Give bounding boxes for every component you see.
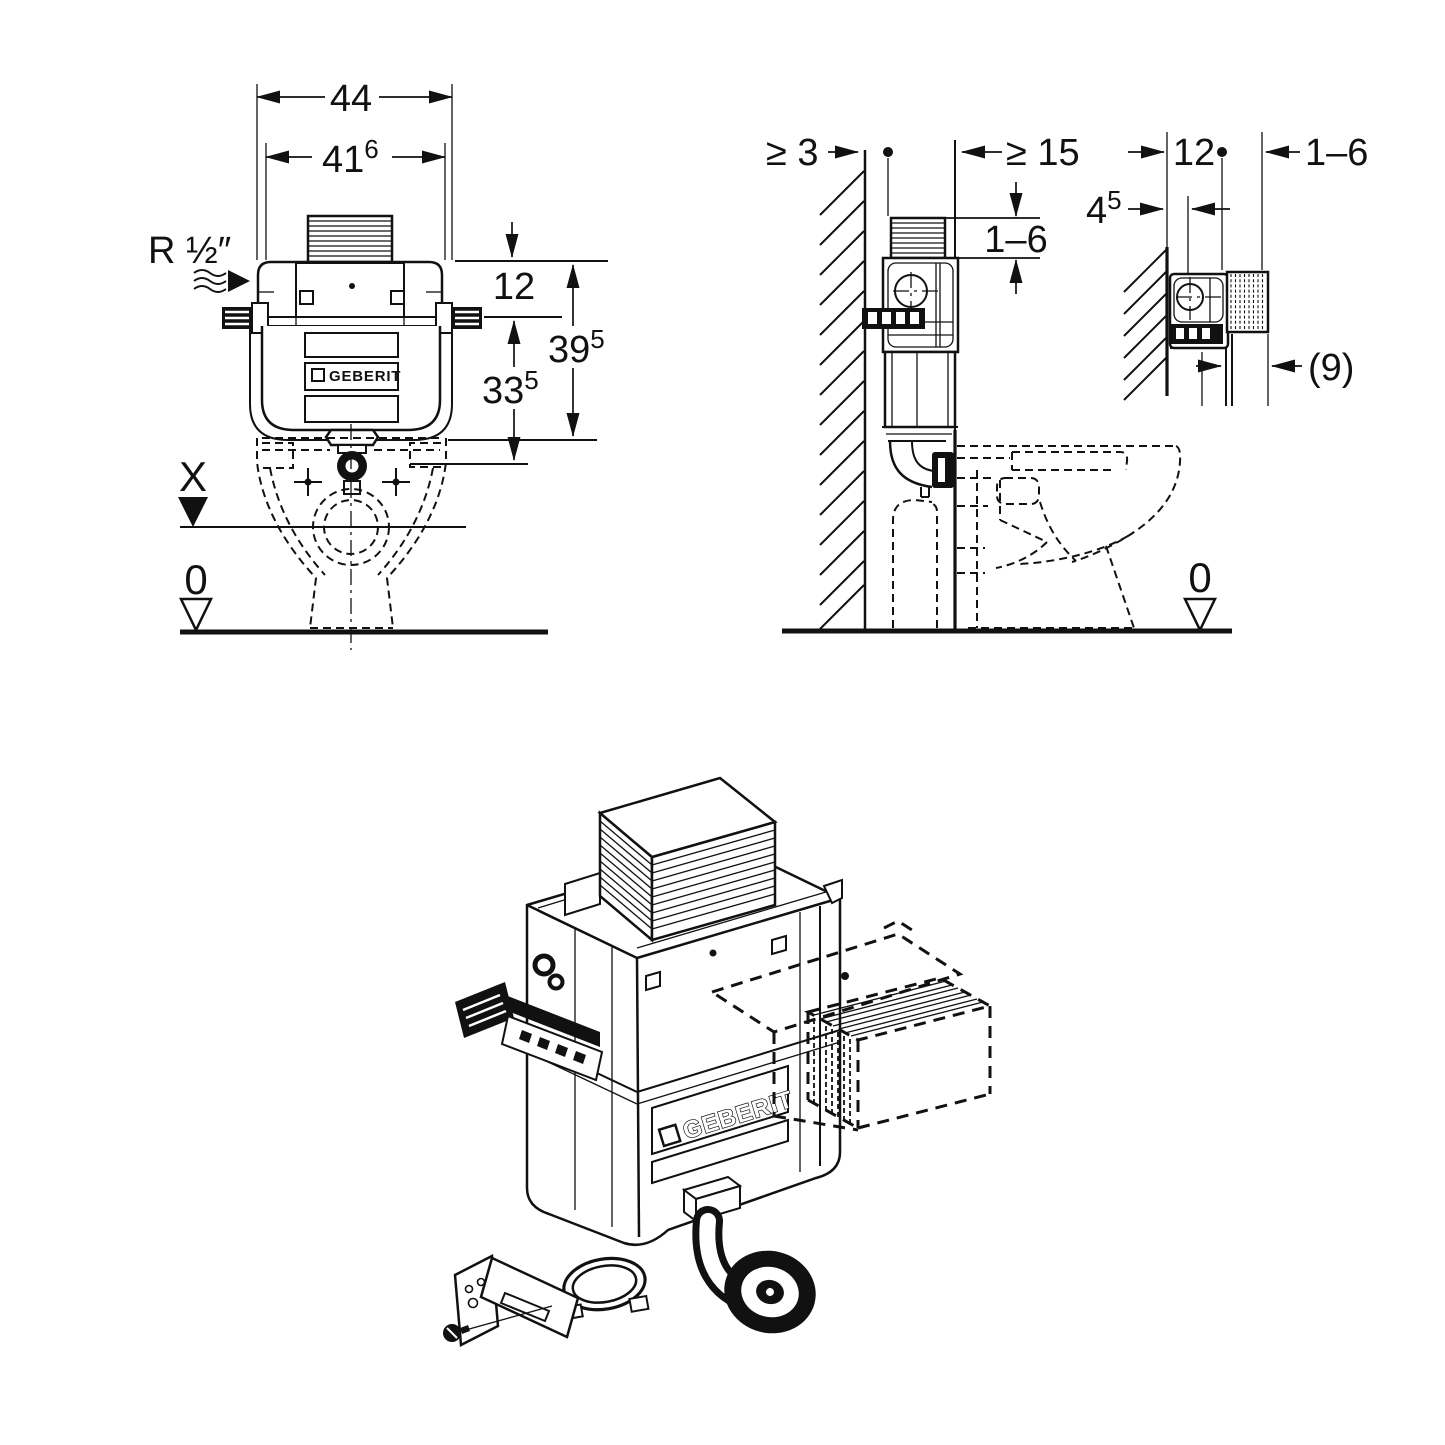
side-dim-min-wall: ≥ 3	[766, 132, 893, 216]
level-marker-zero-side: 0	[1183, 554, 1217, 633]
inlet-port-icon	[532, 953, 556, 977]
iso-brand-panel: GEBERIT	[651, 1064, 797, 1185]
svg-text:1–6: 1–6	[1305, 132, 1368, 174]
detail-wall	[1123, 247, 1169, 401]
iso-protection-box	[597, 776, 778, 943]
detail-view: 12 1–6 45	[1086, 132, 1368, 406]
detail-wall-hatching	[1123, 249, 1167, 401]
svg-text:0: 0	[184, 556, 207, 603]
front-view: 44 416 R ½″ 12	[148, 76, 612, 650]
svg-text:(9): (9)	[1308, 347, 1354, 389]
iso-wall-anchor	[455, 982, 604, 1082]
dim-44-label: 44	[330, 78, 372, 120]
wall-hatching	[819, 170, 865, 630]
flush-outlet-front	[324, 428, 380, 495]
svg-text:≥ 3: ≥ 3	[766, 132, 819, 174]
right-fixing-connector	[435, 302, 482, 334]
dim-39-label: 395	[548, 324, 605, 371]
side-flush-bend	[888, 440, 954, 498]
svg-text:≥ 15: ≥ 15	[1006, 132, 1080, 174]
iso-view: GEBERIT	[443, 776, 994, 1347]
inlet-port-icon	[547, 973, 565, 991]
detail-dim-cover: 45	[1086, 185, 1230, 232]
detail-furring-block	[1225, 270, 1270, 334]
detail-dim-finish-range: 1–6	[1265, 132, 1368, 174]
svg-text:1–6: 1–6	[984, 219, 1047, 261]
protection-box-ribs	[308, 220, 392, 257]
front-fixing-cross-markers	[294, 468, 410, 496]
detail-dim-depth: (9)	[1196, 347, 1354, 389]
front-dim-lower-height: 335	[478, 320, 546, 461]
side-wc-pan-dashed	[957, 445, 1182, 629]
level-marker-x: X	[178, 453, 466, 528]
dim-12-label: 12	[493, 266, 535, 308]
front-dim-overall-width: 44	[256, 76, 453, 120]
protection-box-front	[306, 214, 394, 264]
front-brand-logo: GEBERIT	[311, 368, 401, 385]
detail-dim-offset: 12	[1128, 132, 1227, 174]
front-dim-top-offset: 12	[493, 222, 535, 308]
iso-dashed-box-top-ribs	[813, 980, 984, 1037]
side-protection-box-ribs	[891, 222, 945, 254]
front-dim-inner-width: 416	[265, 134, 446, 181]
detail-flush-mechanism	[1168, 272, 1230, 350]
iso-angle-bracket	[443, 1254, 580, 1347]
supply-label: R ½″	[148, 230, 231, 272]
svg-text:X: X	[179, 453, 207, 500]
front-reference-lines	[410, 260, 608, 465]
front-cistern: GEBERIT	[222, 214, 482, 495]
svg-text:GEBERIT: GEBERIT	[329, 368, 401, 385]
svg-text:12: 12	[1173, 132, 1215, 174]
dim-45-label: 45	[1086, 185, 1122, 232]
iso-flush-bend	[681, 1175, 816, 1334]
iso-bend-socket	[724, 1250, 816, 1334]
dim-33-label: 335	[482, 365, 539, 412]
side-view: ≥ 3 ≥ 15	[766, 132, 1232, 634]
side-wall	[782, 140, 1232, 634]
dim-41-label: 416	[322, 134, 379, 181]
svg-text:0: 0	[1188, 554, 1211, 601]
water-wave-arrow-icon	[193, 269, 250, 293]
level-marker-zero-front: 0	[179, 556, 548, 635]
side-dim-finish-range: 1–6	[945, 182, 1048, 294]
side-cistern	[862, 216, 960, 498]
iso-screw	[443, 1324, 470, 1342]
iso-dashed-alternate-position	[708, 919, 994, 1132]
side-drain-pipe-dashed	[892, 498, 938, 628]
left-fixing-connector	[222, 302, 269, 334]
iso-dashed-box-texture	[813, 1019, 851, 1125]
front-supply-connection: R ½″	[148, 230, 250, 293]
front-dim-total-height: 395	[544, 264, 612, 437]
side-dim-min-duct: ≥ 15	[961, 132, 1080, 174]
